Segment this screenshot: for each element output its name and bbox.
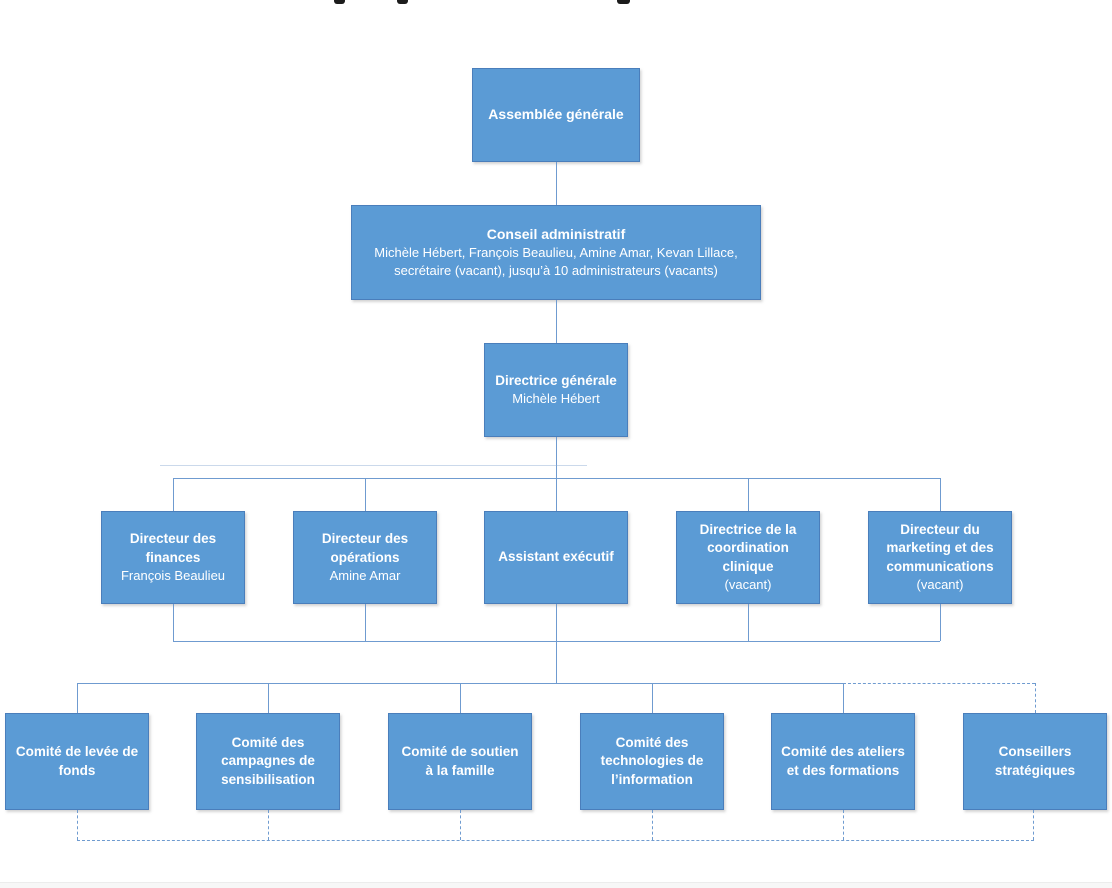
node-title: Comité des technologies de l’information xyxy=(600,734,704,787)
connector-drop-levee xyxy=(77,683,78,713)
org-node-comite-ateliers[interactable]: Comité des ateliers et des formations xyxy=(771,713,915,810)
clipped-title-fragment xyxy=(397,0,408,4)
dashed-connector-bottom-rail xyxy=(77,840,1034,841)
org-node-assistant-executif[interactable]: Assistant exécutif xyxy=(484,511,628,604)
connector-center-feed xyxy=(556,641,557,683)
node-person: (vacant) xyxy=(916,577,964,593)
node-title: Conseillers stratégiques xyxy=(994,743,1076,778)
page-bottom-divider xyxy=(0,882,1112,888)
connector-drop-finances xyxy=(173,478,174,511)
node-person: (vacant) xyxy=(724,577,772,593)
dashed-connector-below-levee xyxy=(77,810,78,840)
connector-directrice-bracket xyxy=(556,437,557,478)
dashed-connector-below-technologies xyxy=(652,810,653,840)
node-title: Directeur du marketing et des communicat… xyxy=(886,521,994,574)
connector-drop-campagnes xyxy=(268,683,269,713)
node-title: Conseil administratif xyxy=(486,225,626,242)
connector-rise-assistant xyxy=(556,604,557,641)
clipped-title-fragment xyxy=(617,0,630,4)
node-title: Comité des campagnes de sensibilisation xyxy=(221,734,315,787)
dashed-connector-below-campagnes xyxy=(268,810,269,840)
dashed-connector-below-conseillers xyxy=(1033,810,1034,840)
clipped-title-fragment xyxy=(334,0,345,4)
connector-rise-coordination xyxy=(748,604,749,641)
org-node-comite-technologies[interactable]: Comité des technologies de l’information xyxy=(580,713,724,810)
node-title: Assemblée générale xyxy=(488,106,624,123)
node-person: François Beaulieu xyxy=(120,568,226,584)
connector-drop-operations xyxy=(365,478,366,511)
org-node-coordination-clinique[interactable]: Directrice de la coordination clinique (… xyxy=(676,511,820,604)
org-node-conseillers-strategiques[interactable]: Conseillers stratégiques xyxy=(963,713,1107,810)
dashed-connector-conseillers-rail xyxy=(843,683,1035,684)
node-title: Directrice générale xyxy=(495,372,617,388)
dashed-connector-below-soutien xyxy=(460,810,461,840)
connector-drop-coordination xyxy=(748,478,749,511)
dashed-connector-below-ateliers xyxy=(843,810,844,840)
org-node-directeur-finances[interactable]: Directeur des finances François Beaulieu xyxy=(101,511,245,604)
node-title: Directeur des opérations xyxy=(321,530,409,565)
connector-elbow-overlap xyxy=(160,465,587,466)
connector-assemblee-conseil xyxy=(556,162,557,205)
org-node-comite-campagnes[interactable]: Comité des campagnes de sensibilisation xyxy=(196,713,340,810)
connector-conseil-directrice xyxy=(556,300,557,343)
org-node-directeur-operations[interactable]: Directeur des opérations Amine Amar xyxy=(293,511,437,604)
org-node-marketing-communications[interactable]: Directeur du marketing et des communicat… xyxy=(868,511,1012,604)
connector-drop-assistant xyxy=(556,478,557,511)
node-title: Comité de levée de fonds xyxy=(15,743,139,778)
connector-rise-operations xyxy=(365,604,366,641)
connector-rise-finances xyxy=(173,604,174,641)
org-node-conseil-administratif[interactable]: Conseil administratif Michèle Hébert, Fr… xyxy=(351,205,761,300)
org-node-comite-levee-fonds[interactable]: Comité de levée de fonds xyxy=(5,713,149,810)
connector-drop-soutien xyxy=(460,683,461,713)
node-title: Directrice de la coordination clinique xyxy=(699,521,797,574)
node-members: Michèle Hébert, François Beaulieu, Amine… xyxy=(374,245,738,279)
connector-rise-marketing xyxy=(940,604,941,641)
connector-drop-ateliers xyxy=(843,683,844,713)
node-title: Comité des ateliers et des formations xyxy=(781,743,905,778)
org-node-comite-soutien-famille[interactable]: Comité de soutien à la famille xyxy=(388,713,532,810)
org-node-assemblee-generale[interactable]: Assemblée générale xyxy=(472,68,640,162)
node-person: Amine Amar xyxy=(329,568,401,584)
node-title: Directeur des finances xyxy=(129,530,217,565)
dashed-connector-drop-conseillers xyxy=(1035,683,1036,713)
node-title: Assistant exécutif xyxy=(498,549,614,565)
node-person: Michèle Hébert xyxy=(512,391,600,407)
connector-drop-marketing xyxy=(940,478,941,511)
org-node-directrice-generale[interactable]: Directrice générale Michèle Hébert xyxy=(484,343,628,437)
connector-drop-technologies xyxy=(652,683,653,713)
node-title: Comité de soutien à la famille xyxy=(401,743,519,778)
